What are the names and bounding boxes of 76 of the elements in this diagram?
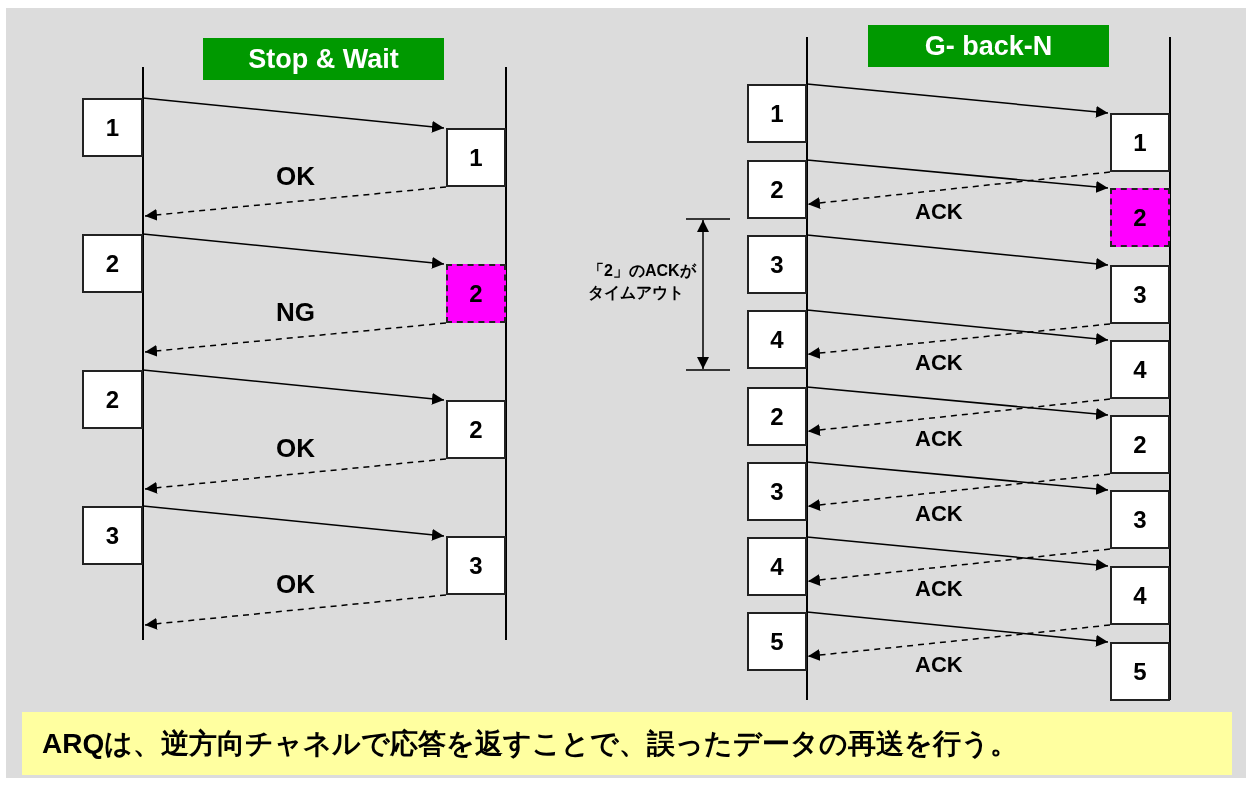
frame-number: 1	[105, 113, 120, 142]
arrow	[144, 186, 447, 221]
frame-number: 4	[770, 325, 784, 354]
frame-number: 2	[1133, 430, 1147, 459]
frame-box	[1110, 415, 1170, 474]
frame-number: 4	[770, 552, 784, 581]
frame-number: 2	[105, 249, 120, 278]
arrow	[142, 369, 445, 405]
arrow	[807, 398, 1111, 436]
arrow	[142, 505, 445, 541]
heading-box	[868, 25, 1109, 67]
frame-number: 2	[770, 175, 784, 204]
frame-box	[1110, 265, 1170, 324]
frame-box	[747, 612, 807, 671]
frame-number: 1	[770, 99, 784, 128]
caption: ARQは、逆方向チャネルで応答を返すことで、誤ったデータの再送を行う。	[22, 712, 1232, 775]
frame-box	[82, 506, 143, 565]
frame-number: 3	[105, 521, 120, 550]
frame-number: 3	[1133, 505, 1147, 534]
arrow	[806, 159, 1109, 193]
frame-box	[82, 98, 143, 157]
arrow	[806, 83, 1109, 118]
frame-box	[446, 128, 506, 187]
frame-number: 3	[770, 250, 784, 279]
frame-box	[446, 400, 506, 459]
frame-box	[446, 264, 506, 323]
arrow	[807, 171, 1111, 209]
frame-box	[1110, 340, 1170, 399]
arrow	[806, 611, 1109, 647]
frame-number: 4	[1133, 355, 1147, 384]
frame-number: 3	[1133, 280, 1147, 309]
frame-box	[446, 536, 506, 595]
arrow	[144, 458, 447, 494]
arrow	[807, 624, 1111, 661]
frame-number: 2	[469, 415, 483, 444]
frame-number: 3	[469, 551, 483, 580]
arrow	[144, 322, 447, 357]
heading-text: G- back-N	[924, 30, 1053, 62]
frame-box	[747, 537, 807, 596]
frame-box	[747, 462, 807, 521]
arrow	[144, 594, 447, 630]
frame-box	[1110, 188, 1170, 247]
frame-box	[747, 160, 807, 219]
frame-box	[82, 370, 143, 429]
arrow	[807, 473, 1111, 511]
timeout-note: 「2」のACKがタイムアウト	[588, 261, 698, 304]
frame-number: 4	[1133, 581, 1147, 610]
frame-number: 5	[1133, 657, 1147, 686]
arrow	[806, 234, 1109, 270]
arrow	[806, 536, 1109, 571]
frame-box	[1110, 566, 1170, 625]
arrow	[806, 386, 1109, 420]
frame-number: 1	[1133, 128, 1147, 157]
frame-box	[747, 387, 807, 446]
heading-text: Stop & Wait	[248, 43, 399, 75]
frame-box	[1110, 642, 1170, 701]
frame-number: 2	[770, 402, 784, 431]
arrow	[806, 461, 1109, 495]
frame-box	[1110, 113, 1170, 172]
arrow	[807, 323, 1111, 359]
frame-number: 5	[770, 627, 784, 656]
arrow	[142, 233, 445, 269]
frame-number: 1	[469, 143, 483, 172]
frame-number: 2	[105, 385, 120, 414]
frame-box	[747, 84, 807, 143]
frame-number: 2	[469, 279, 483, 308]
arrow	[142, 97, 445, 133]
frame-box	[747, 235, 807, 294]
arrow	[807, 548, 1111, 586]
frame-number: 3	[770, 477, 784, 506]
heading-box	[203, 38, 444, 80]
frame-box	[747, 310, 807, 369]
frame-box	[1110, 490, 1170, 549]
frame-number: 2	[1133, 203, 1147, 232]
arrow	[806, 309, 1109, 345]
frame-box	[82, 234, 143, 293]
